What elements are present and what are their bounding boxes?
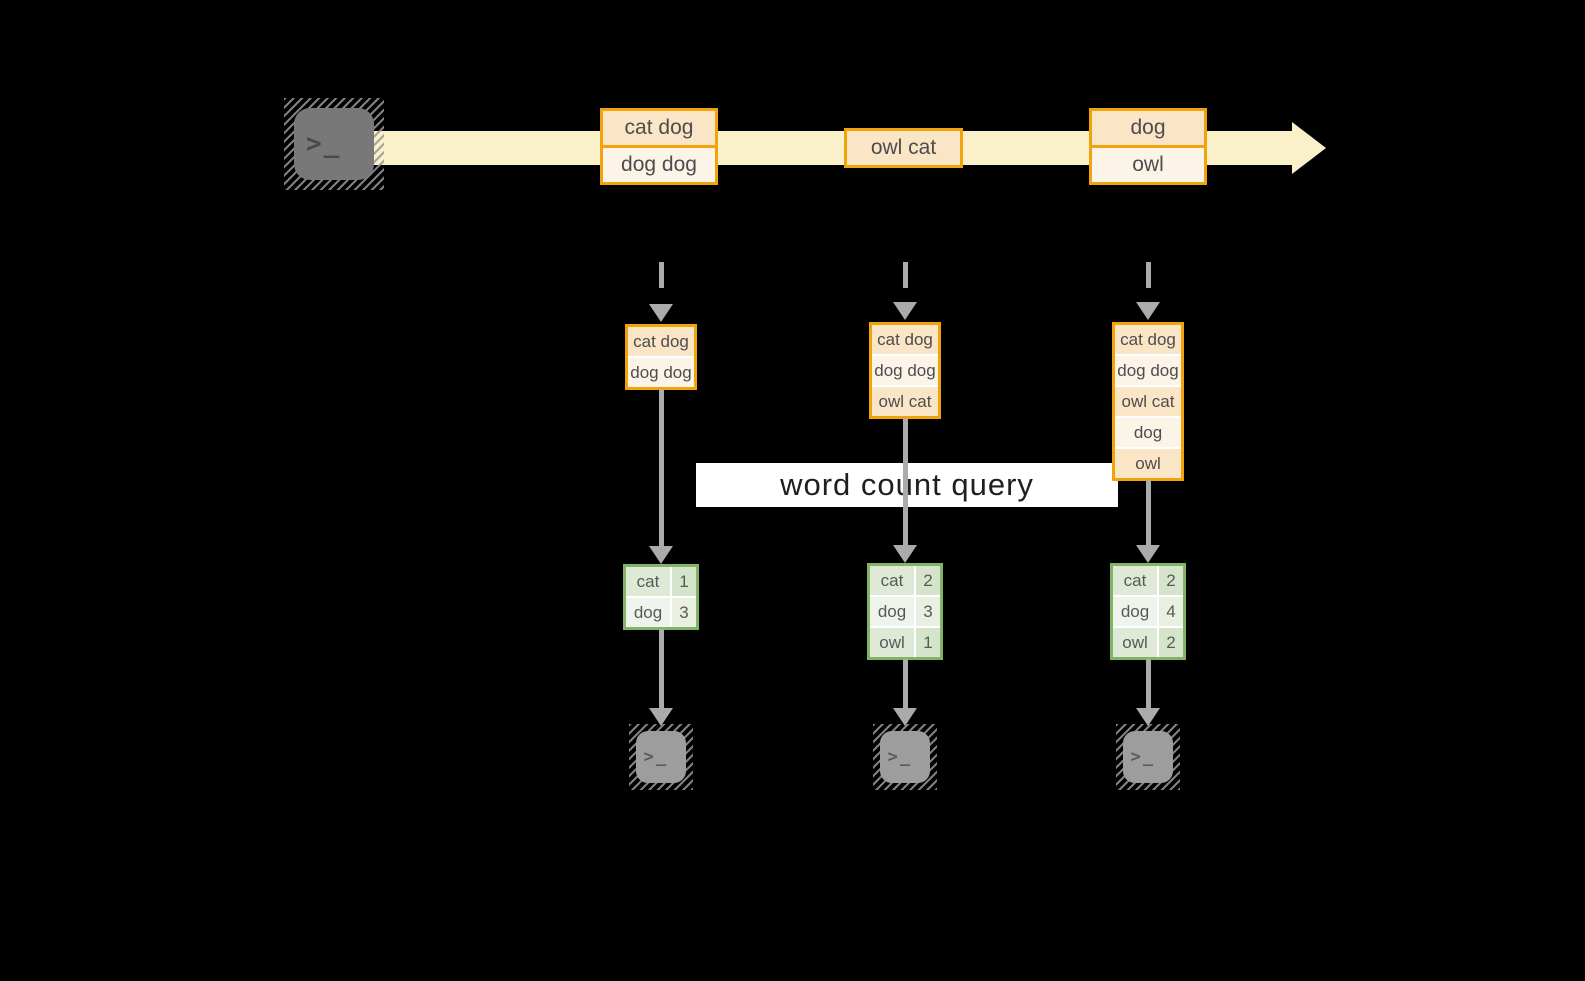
word-cell: dog (870, 597, 914, 626)
prompt-icon: >_ (306, 129, 340, 159)
flow-arrow-line (902, 659, 908, 708)
word-cell: owl (870, 628, 914, 657)
stream-event-row: owl cat (844, 128, 963, 168)
sink-terminal-icon: >_ (629, 724, 693, 790)
word-cell: cat (870, 566, 914, 595)
word-cell: dog (626, 598, 670, 627)
prompt-icon: >_ (887, 746, 911, 767)
stream-source-terminal-icon: >_ (284, 98, 384, 190)
micro-batch-row: cat dog (872, 325, 938, 354)
micro-batch-row: owl (1115, 449, 1181, 478)
stream-event-row: dog (1089, 108, 1207, 148)
micro-batch-row: dog (1115, 418, 1181, 447)
arrowhead-icon (649, 708, 673, 726)
flow-arrow-line (658, 389, 664, 548)
micro-batch-row: owl cat (872, 387, 938, 416)
terminal-screen: >_ (880, 731, 930, 783)
count-cell: 1 (916, 628, 940, 657)
stream-event-box: owl cat (844, 128, 963, 168)
sink-terminal-icon: >_ (1116, 724, 1180, 790)
sink-terminal-icon: >_ (873, 724, 937, 790)
dashed-arrow-line (658, 262, 664, 288)
count-cell: 1 (672, 567, 696, 596)
count-cell: 2 (916, 566, 940, 595)
terminal-screen: >_ (1123, 731, 1173, 783)
stream-event-row: dog dog (600, 145, 718, 185)
stream-event-row: cat dog (600, 108, 718, 148)
micro-batch-row: dog dog (872, 356, 938, 385)
arrowhead-icon (893, 302, 917, 320)
arrowhead-icon (1136, 545, 1160, 563)
arrowhead-icon (649, 546, 673, 564)
micro-batch-row: owl cat (1115, 387, 1181, 416)
terminal-screen: >_ (636, 731, 686, 783)
terminal-screen: >_ (294, 108, 374, 180)
micro-batch-row: cat dog (1115, 325, 1181, 354)
flow-arrow-line (658, 629, 664, 708)
flow-arrow-line (1145, 659, 1151, 708)
micro-batch-row: dog dog (628, 358, 694, 387)
word-cell: cat (1113, 566, 1157, 595)
arrowhead-icon (893, 545, 917, 563)
count-cell: 3 (916, 597, 940, 626)
dashed-arrow-line (902, 262, 908, 288)
count-cell: 2 (1159, 566, 1183, 595)
dashed-arrow-line (1145, 262, 1151, 288)
prompt-icon: >_ (1130, 746, 1154, 767)
count-cell: 4 (1159, 597, 1183, 626)
arrowhead-icon (893, 708, 917, 726)
arrowhead-icon (649, 304, 673, 322)
word-cell: dog (1113, 597, 1157, 626)
arrowhead-icon (1136, 708, 1160, 726)
stream-arrowhead-icon (1292, 122, 1326, 174)
arrowhead-icon (1136, 302, 1160, 320)
micro-batch-row: cat dog (628, 327, 694, 356)
flow-arrow-line (1145, 480, 1151, 547)
stream-event-row: owl (1089, 145, 1207, 185)
micro-batch-row: dog dog (1115, 356, 1181, 385)
flow-arrow-line (902, 418, 908, 547)
word-cell: cat (626, 567, 670, 596)
word-cell: owl (1113, 628, 1157, 657)
count-cell: 3 (672, 598, 696, 627)
count-cell: 2 (1159, 628, 1183, 657)
prompt-icon: >_ (643, 746, 667, 767)
